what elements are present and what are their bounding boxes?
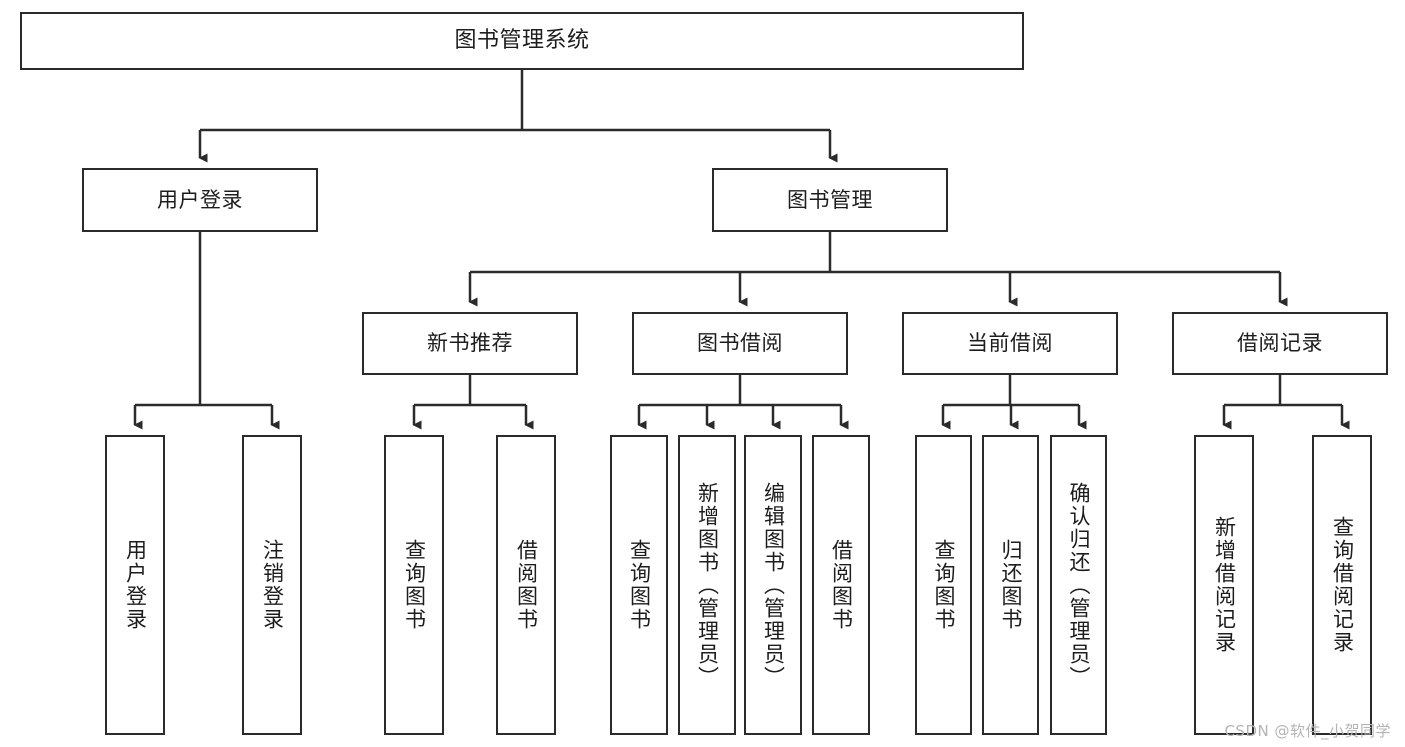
leaf-new-book-borrow[interactable]: 借阅图书	[496, 435, 556, 735]
node-label: 注销登录	[260, 539, 285, 631]
node-label: 查询图书	[402, 539, 427, 631]
node-label: 用户登录	[123, 539, 148, 631]
node-label: 图书借阅	[697, 331, 783, 356]
node-label: 查询借阅记录	[1330, 516, 1355, 654]
leaf-current-borrow-confirm-return[interactable]: 确认归还（管理员）	[1050, 435, 1107, 735]
node-label: 新增图书（管理员）	[695, 481, 720, 689]
leaf-borrow-record-query[interactable]: 查询借阅记录	[1312, 435, 1372, 735]
node-label: 借阅图书	[829, 539, 854, 631]
leaf-book-borrow-query[interactable]: 查询图书	[610, 435, 668, 735]
node-label: 借阅图书	[514, 539, 539, 631]
leaf-borrow-record-add[interactable]: 新增借阅记录	[1194, 435, 1254, 735]
node-label: 查询图书	[932, 539, 957, 631]
node-label: 当前借阅	[967, 331, 1053, 356]
node-root-book-management-system[interactable]: 图书管理系统	[20, 12, 1024, 70]
leaf-current-borrow-return[interactable]: 归还图书	[982, 435, 1039, 735]
node-label: 新增借阅记录	[1212, 516, 1237, 654]
node-label: 用户登录	[157, 187, 243, 212]
node-label: 新书推荐	[427, 331, 513, 356]
leaf-current-borrow-query[interactable]: 查询图书	[915, 435, 972, 735]
node-label: 图书管理系统	[454, 28, 590, 54]
node-label: 借阅记录	[1237, 331, 1323, 356]
node-new-book-recommend[interactable]: 新书推荐	[362, 312, 578, 375]
node-label: 编辑图书（管理员）	[761, 481, 786, 689]
node-book-borrow[interactable]: 图书借阅	[632, 312, 848, 375]
leaf-user-login-logout[interactable]: 注销登录	[242, 435, 302, 735]
node-label: 查询图书	[627, 539, 652, 631]
node-label: 确认归还（管理员）	[1067, 481, 1092, 689]
leaf-book-borrow-add[interactable]: 新增图书（管理员）	[678, 435, 736, 735]
leaf-new-book-query[interactable]: 查询图书	[384, 435, 444, 735]
node-current-borrow[interactable]: 当前借阅	[902, 312, 1118, 375]
leaf-book-borrow-borrow[interactable]: 借阅图书	[812, 435, 870, 735]
leaf-user-login-login[interactable]: 用户登录	[105, 435, 165, 735]
node-user-login[interactable]: 用户登录	[82, 168, 318, 232]
leaf-book-borrow-edit[interactable]: 编辑图书（管理员）	[744, 435, 802, 735]
node-label: 归还图书	[999, 539, 1024, 631]
node-book-management[interactable]: 图书管理	[712, 168, 948, 232]
node-label: 图书管理	[787, 187, 873, 212]
node-borrow-record[interactable]: 借阅记录	[1172, 312, 1388, 375]
watermark: CSDN @软件_小贺同学	[1224, 722, 1391, 740]
